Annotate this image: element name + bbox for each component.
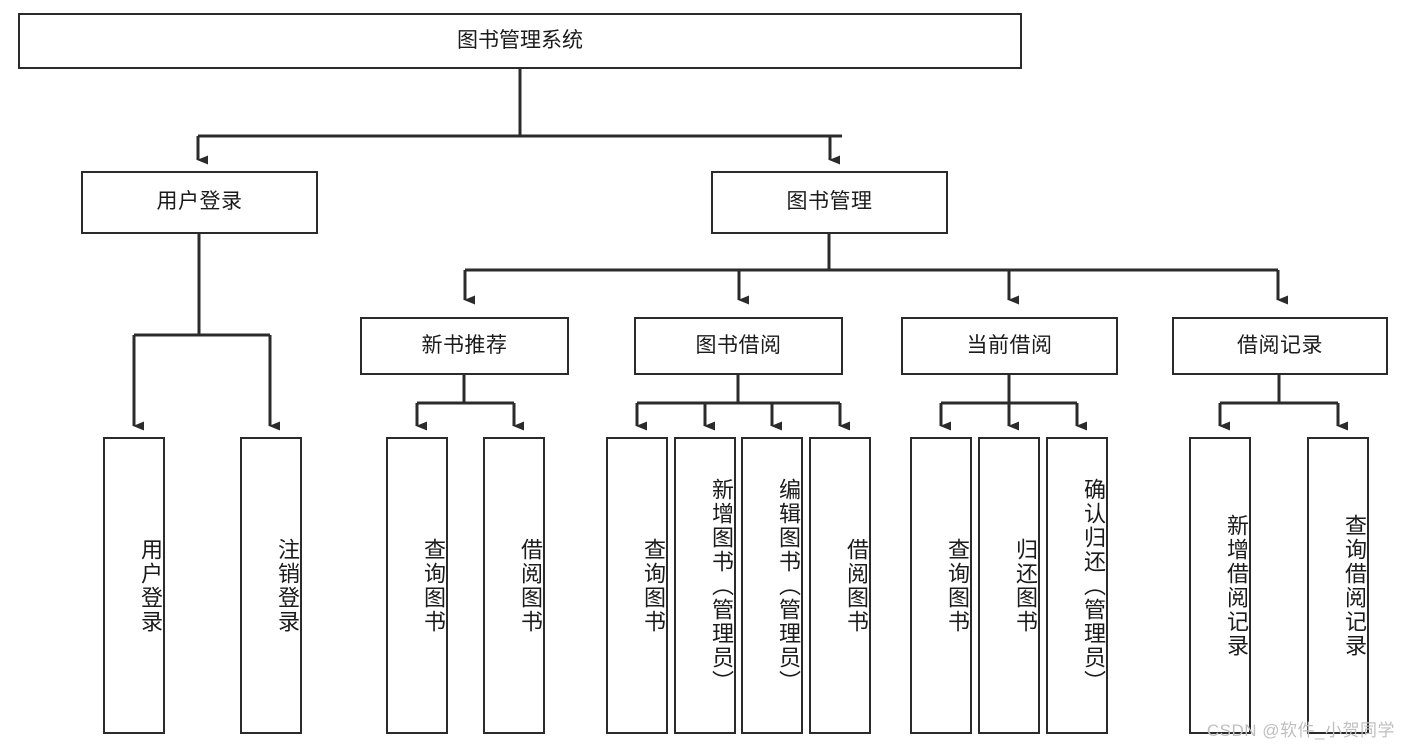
node-borrow-record[interactable]: 借阅记录 [1172, 317, 1388, 375]
node-label: 图书借阅 [695, 333, 782, 357]
leaf-book-borrow-add-book-admin[interactable]: 新增图书（管理员） [674, 437, 736, 734]
node-root-book-management-system[interactable]: 图书管理系统 [18, 13, 1022, 69]
node-label: 查询图书 [641, 537, 666, 634]
node-label: 查询图书 [421, 537, 446, 634]
node-label: 新增借阅记录 [1224, 513, 1249, 658]
node-label: 查询图书 [945, 537, 970, 634]
node-current-borrow[interactable]: 当前借阅 [901, 317, 1118, 375]
node-label: 借阅记录 [1237, 333, 1323, 357]
node-label: 借阅图书 [518, 537, 543, 634]
node-label: 确认归还（管理员） [1081, 477, 1106, 694]
node-label: 归还图书 [1013, 537, 1038, 634]
node-label: 新书推荐 [421, 333, 508, 357]
node-label: 图书管理 [786, 190, 873, 214]
leaf-new-book-query-book[interactable]: 查询图书 [386, 437, 448, 734]
leaf-book-borrow-query-book[interactable]: 查询图书 [606, 437, 668, 734]
node-label: 注销登录 [275, 537, 300, 634]
node-label: 用户登录 [138, 537, 163, 634]
node-label: 查询借阅记录 [1342, 513, 1367, 658]
node-label: 当前借阅 [966, 333, 1053, 357]
leaf-user-login-logout[interactable]: 注销登录 [240, 437, 302, 734]
node-label: 图书管理系统 [457, 28, 583, 52]
csdn-watermark: CSDN @软件_小贺同学 [1206, 721, 1395, 740]
node-new-book-recommend[interactable]: 新书推荐 [360, 317, 569, 375]
leaf-current-borrow-confirm-return-admin[interactable]: 确认归还（管理员） [1046, 437, 1108, 734]
leaf-user-login-login[interactable]: 用户登录 [103, 437, 165, 734]
leaf-current-borrow-return-book[interactable]: 归还图书 [978, 437, 1040, 734]
node-label: 借阅图书 [844, 537, 869, 634]
leaf-borrow-record-query-record[interactable]: 查询借阅记录 [1307, 437, 1369, 734]
leaf-book-borrow-borrow-book[interactable]: 借阅图书 [809, 437, 871, 734]
node-book-management[interactable]: 图书管理 [711, 171, 948, 234]
leaf-new-book-borrow-book[interactable]: 借阅图书 [483, 437, 545, 734]
node-label: 编辑图书（管理员） [776, 477, 801, 694]
leaf-book-borrow-edit-book-admin[interactable]: 编辑图书（管理员） [741, 437, 803, 734]
node-user-login[interactable]: 用户登录 [81, 171, 318, 234]
node-label: 新增图书（管理员） [709, 477, 734, 694]
node-book-borrow[interactable]: 图书借阅 [634, 317, 843, 375]
leaf-current-borrow-query-book[interactable]: 查询图书 [910, 437, 972, 734]
node-label: 用户登录 [156, 190, 243, 214]
leaf-borrow-record-add-record[interactable]: 新增借阅记录 [1189, 437, 1251, 734]
